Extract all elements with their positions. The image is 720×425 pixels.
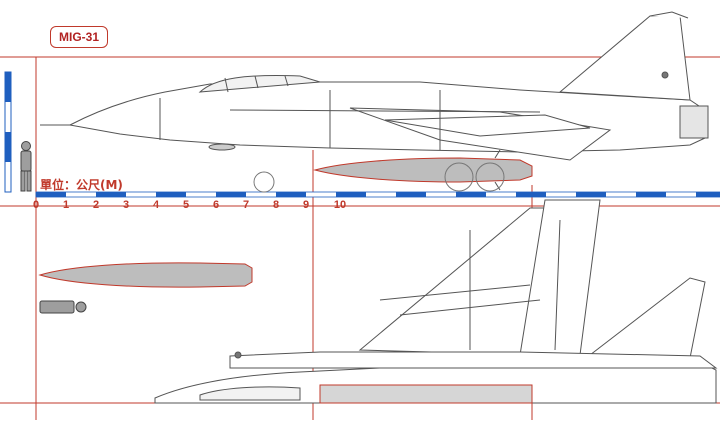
aircraft-top-view bbox=[154, 199, 718, 404]
missile-side-view bbox=[313, 149, 533, 191]
scale-tick-10: 10 bbox=[333, 199, 347, 211]
vertical-scale-bar bbox=[4, 71, 12, 193]
title-box: MIG-31 bbox=[50, 26, 108, 48]
scale-tick-2: 2 bbox=[92, 199, 100, 211]
landing-wheels bbox=[253, 162, 505, 193]
aircraft-side-view bbox=[40, 11, 709, 161]
scale-tick-4: 4 bbox=[152, 199, 160, 211]
scale-tick-1: 1 bbox=[62, 199, 70, 211]
scale-tick-3: 3 bbox=[122, 199, 130, 211]
horizontal-scale-bar bbox=[35, 191, 720, 198]
scale-tick-0: 0 bbox=[32, 199, 40, 211]
scale-tick-6: 6 bbox=[212, 199, 220, 211]
scale-tick-9: 9 bbox=[302, 199, 310, 211]
scale-tick-8: 8 bbox=[272, 199, 280, 211]
human-figure-side bbox=[20, 141, 32, 192]
scale-tick-7: 7 bbox=[242, 199, 250, 211]
unit-label: 單位：公尺(M) bbox=[40, 178, 123, 192]
missile-top-view bbox=[38, 262, 253, 288]
scale-tick-5: 5 bbox=[182, 199, 190, 211]
human-figure-top bbox=[39, 300, 87, 314]
